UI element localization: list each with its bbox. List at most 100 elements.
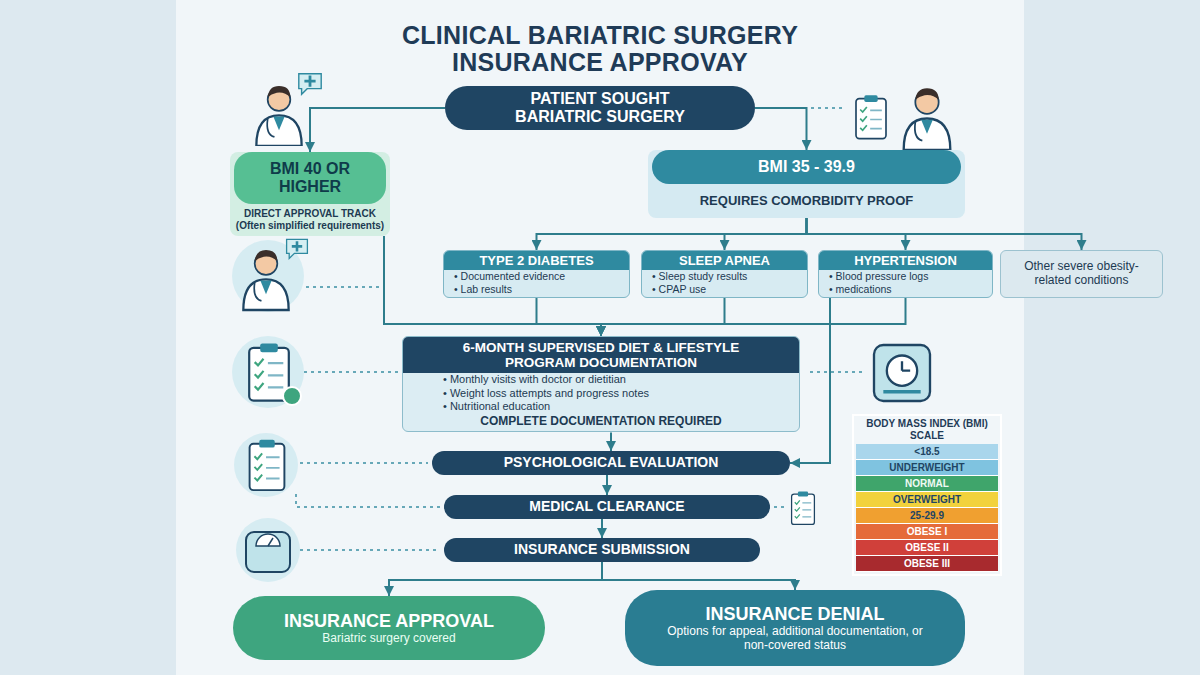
flow-arrow	[389, 562, 602, 596]
node-heading: INSURANCE SUBMISSION	[514, 542, 690, 557]
node-text: • Sleep study results	[642, 270, 807, 283]
node-text: • medications	[819, 283, 992, 296]
flow-arrow	[384, 236, 601, 336]
flow-arrow	[755, 108, 807, 150]
flow-arrow	[790, 298, 830, 463]
flow-arrow	[310, 108, 445, 152]
leader-line	[296, 494, 440, 507]
node-text: • CPAP use	[642, 283, 807, 296]
node-text: • Blood pressure logs	[819, 270, 992, 283]
panel-background	[176, 0, 1024, 675]
node-heading: HYPERTENSION	[819, 251, 992, 270]
legend-row: OVERWEIGHT	[856, 492, 998, 508]
flow-arrow	[537, 298, 602, 336]
node-text: COMPLETE DOCUMENTATION REQUIRED	[403, 413, 799, 431]
process-step: PSYCHOLOGICAL EVALUATION	[432, 451, 790, 475]
node-heading: SLEEP APNEA	[642, 251, 807, 270]
legend-row: NORMAL	[856, 476, 998, 492]
decor-circles	[232, 240, 304, 582]
node-heading: PSYCHOLOGICAL EVALUATION	[504, 455, 719, 470]
flow-arrow	[725, 218, 807, 250]
legend-title: BODY MASS INDEX (BMI) SCALE	[856, 418, 998, 441]
node-text: • Nutritional education	[403, 400, 799, 413]
bmi-legend: BODY MASS INDEX (BMI) SCALE <18.5UNDERWEI…	[856, 418, 998, 572]
node-text: • Weight loss attempts and progress note…	[403, 387, 799, 400]
leader-line	[306, 286, 380, 288]
node-text: Bariatric surgery covered	[302, 632, 475, 646]
leader-line	[773, 506, 784, 508]
node-text: Options for appeal, additional documenta…	[635, 625, 955, 653]
flow-arrow	[610, 432, 612, 451]
node-text: REQUIRES COMORBIDITY PROOF	[700, 194, 914, 209]
legend-row: OBESE II	[856, 540, 998, 556]
criteria-box: BMI 40 OR HIGHERDIRECT APPROVAL TRACK (O…	[230, 152, 390, 236]
flow-arrow	[807, 218, 1082, 250]
leader-line	[806, 371, 862, 373]
outcome-box: INSURANCE APPROVALBariatric surgery cove…	[233, 596, 545, 660]
legend-frame	[853, 415, 1001, 575]
legend-row: UNDERWEIGHT	[856, 460, 998, 476]
flow-arrow	[602, 562, 795, 590]
icons	[243, 74, 950, 572]
legend-label: NORMAL	[856, 476, 998, 491]
leader-line	[318, 107, 440, 109]
legend-label: OBESE I	[856, 524, 998, 539]
node-heading: TYPE 2 DIABETES	[444, 251, 629, 270]
clipboard-icon	[792, 492, 815, 525]
clipboard-icon	[856, 95, 886, 138]
plus-bubble	[287, 239, 308, 258]
node-heading: 6-MONTH SUPERVISED DIET & LIFESTYLE PROG…	[403, 337, 799, 373]
flow-arrow	[601, 519, 603, 538]
icon-backdrop	[236, 518, 300, 582]
legend-row: OBESE I	[856, 524, 998, 540]
comorbidity-box: TYPE 2 DIABETES• Documented evidence• La…	[443, 250, 630, 298]
node-heading: BMI 35 - 39.9	[652, 150, 961, 184]
legend-label: OBESE II	[856, 540, 998, 555]
flow-arrow	[601, 298, 725, 336]
doctor-icon	[243, 250, 288, 310]
flow-arrow	[537, 218, 807, 250]
comorbidity-box: Other severe obesity-related conditions	[1000, 250, 1163, 298]
leader-line	[300, 462, 428, 464]
legend-label: UNDERWEIGHT	[856, 460, 998, 475]
diagram-title: CLINICAL BARIATRIC SURGERY INSURANCE APP…	[340, 22, 860, 76]
node-heading: INSURANCE APPROVAL	[284, 611, 494, 632]
process-box: 6-MONTH SUPERVISED DIET & LIFESTYLE PROG…	[402, 336, 800, 432]
node-heading: PATIENT SOUGHT BARIATRIC SURGERY	[500, 90, 700, 125]
legend-label: <18.5	[856, 444, 998, 459]
start-terminal: PATIENT SOUGHT BARIATRIC SURGERY	[445, 86, 755, 130]
leader-line	[300, 549, 440, 551]
legend-label: 25-29.9	[856, 508, 998, 523]
node-heading: BMI 40 OR HIGHER	[234, 152, 386, 204]
node-heading: Other severe obesity-related conditions	[1009, 260, 1154, 288]
node-text: • Documented evidence	[444, 270, 629, 283]
criteria-box: BMI 35 - 39.9REQUIRES COMORBIDITY PROOF	[648, 150, 965, 218]
node-heading: INSURANCE DENIAL	[705, 604, 884, 625]
leader-line	[762, 107, 842, 109]
doctor-icon	[256, 86, 301, 146]
legend-label: OBESE III	[856, 556, 998, 571]
legend-row: 25-29.9	[856, 508, 998, 524]
scale-icon	[246, 532, 290, 572]
icon-backdrop	[234, 433, 298, 497]
comorbidity-box: HYPERTENSION• Blood pressure logs• medic…	[818, 250, 993, 298]
flow-arrow	[601, 298, 906, 336]
flow-arrow	[606, 475, 608, 495]
plus-bubble	[299, 74, 321, 95]
flow-arrow	[807, 218, 906, 250]
timer-icon	[874, 345, 930, 401]
legend-label: OVERWEIGHT	[856, 492, 998, 507]
legend-row: OBESE III	[856, 556, 998, 572]
process-step: INSURANCE SUBMISSION	[444, 538, 760, 562]
outcome-box: INSURANCE DENIALOptions for appeal, addi…	[625, 590, 965, 666]
process-step: MEDICAL CLEARANCE	[444, 495, 770, 519]
legend-row: <18.5	[856, 444, 998, 460]
nurse-icon	[904, 88, 951, 150]
comorbidity-box: SLEEP APNEA• Sleep study results• CPAP u…	[641, 250, 808, 298]
clipboard-icon	[250, 440, 285, 490]
leader-line	[304, 371, 398, 373]
node-heading: MEDICAL CLEARANCE	[529, 499, 684, 514]
check-badge	[283, 387, 301, 405]
